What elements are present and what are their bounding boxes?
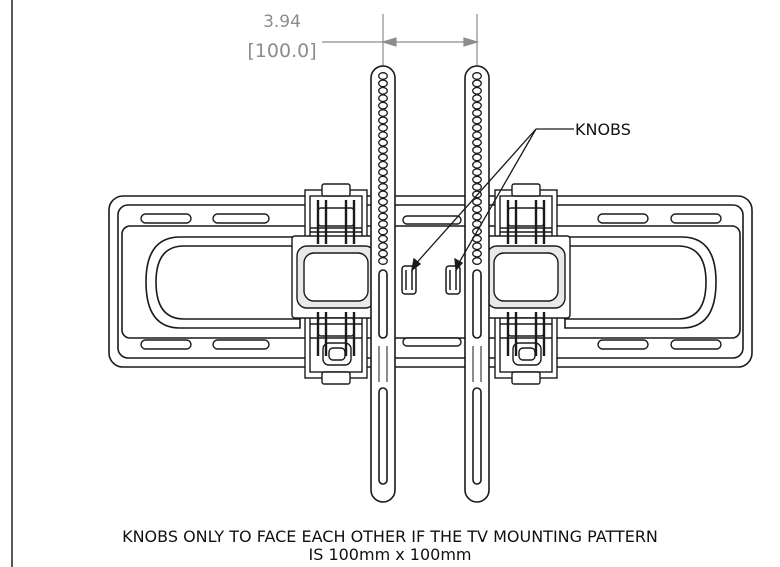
left-tilt-bracket: [291, 183, 381, 385]
arm-hole: [378, 205, 388, 214]
tv-arm-right: [464, 65, 490, 503]
dimension-lines: [322, 14, 480, 68]
arm-hole: [378, 86, 388, 95]
arm-hole: [472, 86, 482, 95]
arm-hole: [472, 197, 482, 206]
arm-hole: [378, 109, 388, 117]
arm-hole: [378, 227, 388, 236]
arm-hole: [378, 123, 388, 132]
arm-hole: [472, 257, 482, 265]
arm-hole: [472, 116, 482, 125]
knob-left: [401, 265, 417, 295]
arm-hole: [378, 153, 388, 162]
arm-hole: [378, 138, 388, 147]
arm-hole: [472, 175, 482, 184]
mounting-note: KNOBS ONLY TO FACE EACH OTHER IF THE TV …: [0, 528, 780, 564]
arm-hole: [378, 72, 388, 80]
arm-hole: [472, 123, 482, 132]
arm-hole: [378, 197, 388, 206]
mounting-note-line-2: IS 100mm x 100mm: [308, 545, 472, 564]
arm-hole: [472, 153, 482, 162]
arm-hole: [472, 94, 482, 103]
arm-hole: [378, 116, 388, 125]
arm-hole: [472, 131, 482, 140]
tv-arm-left-holes: [378, 72, 388, 265]
arm-hole: [472, 79, 482, 88]
knobs-leader-lines: [411, 128, 574, 272]
arm-hole: [472, 249, 482, 258]
arm-hole: [378, 101, 388, 110]
arm-hole: [378, 212, 388, 221]
right-tilt-bracket: [481, 183, 571, 385]
arm-hole: [472, 183, 482, 191]
arm-hole: [378, 175, 388, 184]
arm-hole: [472, 160, 482, 169]
knobs-callout-label: KNOBS: [575, 120, 631, 139]
tv-arm-left: [370, 65, 396, 503]
arm-hole: [378, 257, 388, 265]
arm-hole: [378, 79, 388, 88]
mounting-note-line-1: KNOBS ONLY TO FACE EACH OTHER IF THE TV …: [122, 527, 658, 546]
arm-hole: [472, 205, 482, 214]
dimension-inches: 3.94: [263, 12, 301, 32]
arm-hole: [472, 72, 482, 80]
arm-hole: [378, 190, 388, 199]
knob-right: [445, 265, 461, 295]
arm-hole: [472, 168, 482, 177]
arm-hole: [472, 242, 482, 251]
arm-hole: [378, 168, 388, 177]
arm-hole: [378, 146, 388, 154]
arm-hole: [378, 131, 388, 140]
arm-hole: [472, 109, 482, 117]
arm-hole: [378, 160, 388, 169]
arm-hole: [472, 212, 482, 221]
arm-hole: [378, 94, 388, 103]
wall-plate: [108, 195, 753, 368]
arm-hole: [378, 249, 388, 258]
tv-arm-right-holes: [472, 72, 482, 265]
plate-slots: [140, 213, 722, 350]
dimension-millimeters: [100.0]: [247, 40, 317, 62]
arm-hole: [472, 146, 482, 154]
arm-hole: [472, 138, 482, 147]
arm-hole: [378, 220, 388, 228]
arm-hole: [378, 234, 388, 243]
arm-hole: [472, 101, 482, 110]
arm-hole: [378, 242, 388, 251]
arm-hole: [378, 183, 388, 191]
